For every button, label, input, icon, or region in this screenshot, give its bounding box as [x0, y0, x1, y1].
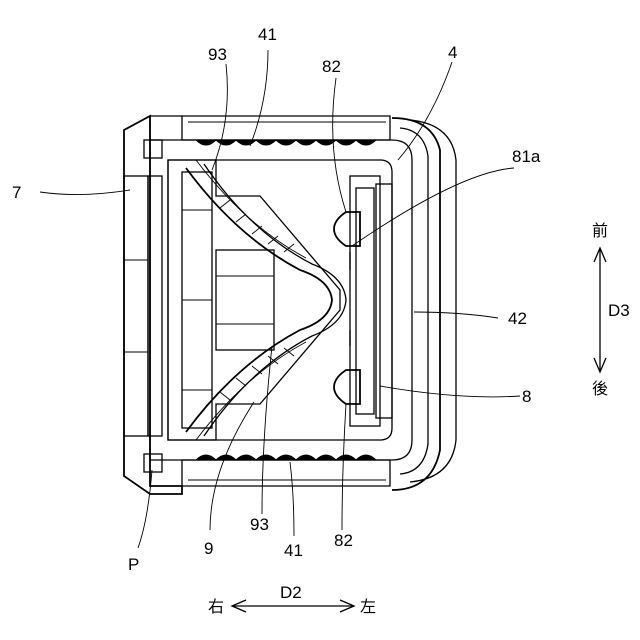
- label-41-top: 41: [258, 25, 277, 44]
- label-right: 右: [208, 597, 224, 616]
- direction-arrow-d3: 前 D3 後: [592, 221, 630, 398]
- label-82-bottom: 82: [334, 531, 353, 550]
- label-93-top: 93: [208, 45, 227, 64]
- label-back: 後: [592, 379, 608, 398]
- switch-board-8: [334, 176, 392, 426]
- label-93-bottom: 93: [250, 515, 269, 534]
- label-8: 8: [522, 387, 531, 406]
- label-41-bottom: 41: [284, 541, 303, 560]
- label-left: 左: [360, 597, 376, 616]
- label-81a: 81a: [512, 147, 541, 166]
- leader-lines: [40, 50, 520, 548]
- reference-labels: 7 93 41 82 4 81a 42 8 P 9 93 41 82: [12, 25, 541, 574]
- label-front: 前: [592, 221, 608, 240]
- inner-holder: [168, 160, 340, 440]
- right-frame-7: [124, 116, 182, 494]
- label-82-top: 82: [322, 57, 341, 76]
- label-9: 9: [204, 539, 213, 558]
- label-d3: D3: [608, 301, 630, 320]
- label-P: P: [128, 555, 139, 574]
- label-4: 4: [448, 43, 457, 62]
- label-42: 42: [508, 309, 527, 328]
- label-d2: D2: [280, 583, 302, 602]
- direction-arrow-d2: 右 D2 左: [208, 583, 376, 616]
- label-7: 7: [12, 183, 21, 202]
